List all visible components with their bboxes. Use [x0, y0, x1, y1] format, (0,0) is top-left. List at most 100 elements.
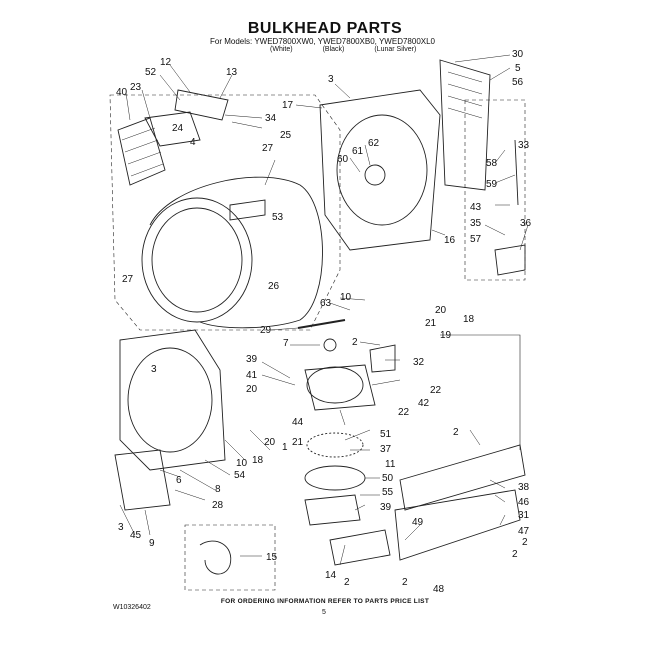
callout-61: 61	[352, 146, 364, 157]
base-tray	[399, 444, 526, 511]
callout-50: 50	[382, 473, 394, 484]
thermostat	[494, 244, 526, 276]
callout-49: 49	[412, 517, 424, 528]
callout-60: 60	[337, 154, 349, 165]
heater-rod	[514, 139, 519, 206]
lint-duct	[114, 449, 171, 511]
heater-duct	[329, 529, 391, 566]
connection-line	[440, 334, 521, 450]
callout-7: 7	[283, 338, 289, 349]
callout-21b: 21	[292, 437, 304, 448]
leader-lines	[119, 54, 529, 566]
model-list: For Models: YWED7800XW0, YWED7800XB0, YW…	[210, 37, 435, 46]
callout-63: 63	[320, 298, 332, 309]
callout-20: 20	[435, 305, 447, 316]
callout-39b: 39	[380, 502, 392, 513]
callout-51: 51	[380, 429, 392, 440]
callout-28: 28	[212, 500, 224, 511]
drum-baffle	[229, 199, 266, 221]
callout-33: 33	[518, 140, 530, 151]
rear-bulkhead-opening	[336, 114, 428, 226]
blower-housing	[304, 364, 376, 411]
callout-22b: 22	[398, 407, 410, 418]
rear-bulkhead	[319, 89, 441, 251]
callout-21: 21	[425, 318, 437, 329]
callout-36: 36	[520, 218, 532, 229]
callout-20b: 20	[246, 384, 258, 395]
front-bulkhead-opening	[127, 347, 213, 453]
callout-2e: 2	[402, 577, 408, 588]
wire-harness	[199, 540, 232, 575]
callout-22: 22	[430, 385, 442, 396]
callout-17: 17	[282, 100, 294, 111]
callout-10: 10	[340, 292, 352, 303]
callout-3b: 3	[151, 364, 157, 375]
callout-55: 55	[382, 487, 394, 498]
callout-35: 35	[470, 218, 482, 229]
callout-15: 15	[266, 552, 278, 563]
callout-54: 54	[234, 470, 246, 481]
callout-23: 23	[130, 82, 142, 93]
callout-34: 34	[265, 113, 277, 124]
callout-45: 45	[130, 530, 142, 541]
callout-41: 41	[246, 370, 258, 381]
blower-pulley	[323, 338, 337, 352]
callout-2: 2	[352, 337, 358, 348]
callout-62: 62	[368, 138, 380, 149]
callout-19: 19	[440, 330, 452, 341]
callout-38: 38	[518, 482, 530, 493]
motor-mount	[304, 494, 361, 526]
callout-25: 25	[280, 130, 292, 141]
callout-2d: 2	[344, 577, 350, 588]
exhaust-elbow	[369, 344, 396, 373]
callout-13: 13	[226, 67, 238, 78]
heater-housing	[439, 59, 491, 191]
dashed-group-top-left	[109, 94, 341, 331]
harness-box	[184, 524, 276, 591]
callout-3c: 3	[118, 522, 124, 533]
blower-wheel	[306, 366, 364, 404]
document-id: W10326402	[113, 604, 151, 611]
ordering-note: FOR ORDERING INFORMATION REFER TO PARTS …	[220, 598, 430, 605]
callout-16: 16	[444, 235, 456, 246]
callout-12: 12	[160, 57, 172, 68]
motor-seal	[304, 465, 366, 491]
callout-53: 53	[272, 212, 284, 223]
callout-29: 29	[260, 325, 272, 336]
callout-46: 46	[518, 497, 530, 508]
callout-56: 56	[512, 77, 524, 88]
variant-lunar-silver: (Lunar Silver)	[374, 46, 417, 53]
top-bracket	[144, 111, 201, 147]
callout-58: 58	[486, 158, 498, 169]
page-title: BULKHEAD PARTS	[247, 20, 403, 37]
callout-20c: 20	[264, 437, 276, 448]
lint-screen-grid	[121, 127, 164, 177]
lint-screen	[117, 117, 166, 186]
callout-57: 57	[470, 234, 482, 245]
callout-39: 39	[246, 354, 258, 365]
callout-27: 27	[262, 143, 274, 154]
callout-43: 43	[470, 202, 482, 213]
callout-47: 47	[518, 526, 530, 537]
callout-30: 30	[512, 49, 524, 60]
callout-numbers: 30 5 56 3 17 12 13 52 23 40 34 25 24 4 2…	[116, 49, 532, 595]
callout-48: 48	[433, 584, 445, 595]
callout-37: 37	[380, 444, 392, 455]
drive-belt	[297, 319, 346, 329]
base-channel	[394, 489, 521, 561]
callout-18b: 18	[252, 455, 264, 466]
callout-2b: 2	[453, 427, 459, 438]
callout-8: 8	[215, 484, 221, 495]
top-clip	[174, 89, 229, 121]
color-variants: (White) (Black) (Lunar Silver)	[270, 46, 416, 53]
callout-27b: 27	[122, 274, 134, 285]
callout-3: 3	[328, 74, 334, 85]
callout-40: 40	[116, 87, 128, 98]
callout-44: 44	[292, 417, 304, 428]
callout-2c: 2	[522, 537, 528, 548]
callout-59: 59	[486, 179, 498, 190]
motor-gasket	[306, 432, 364, 458]
callout-11: 11	[385, 459, 396, 470]
callout-5: 5	[515, 63, 521, 74]
